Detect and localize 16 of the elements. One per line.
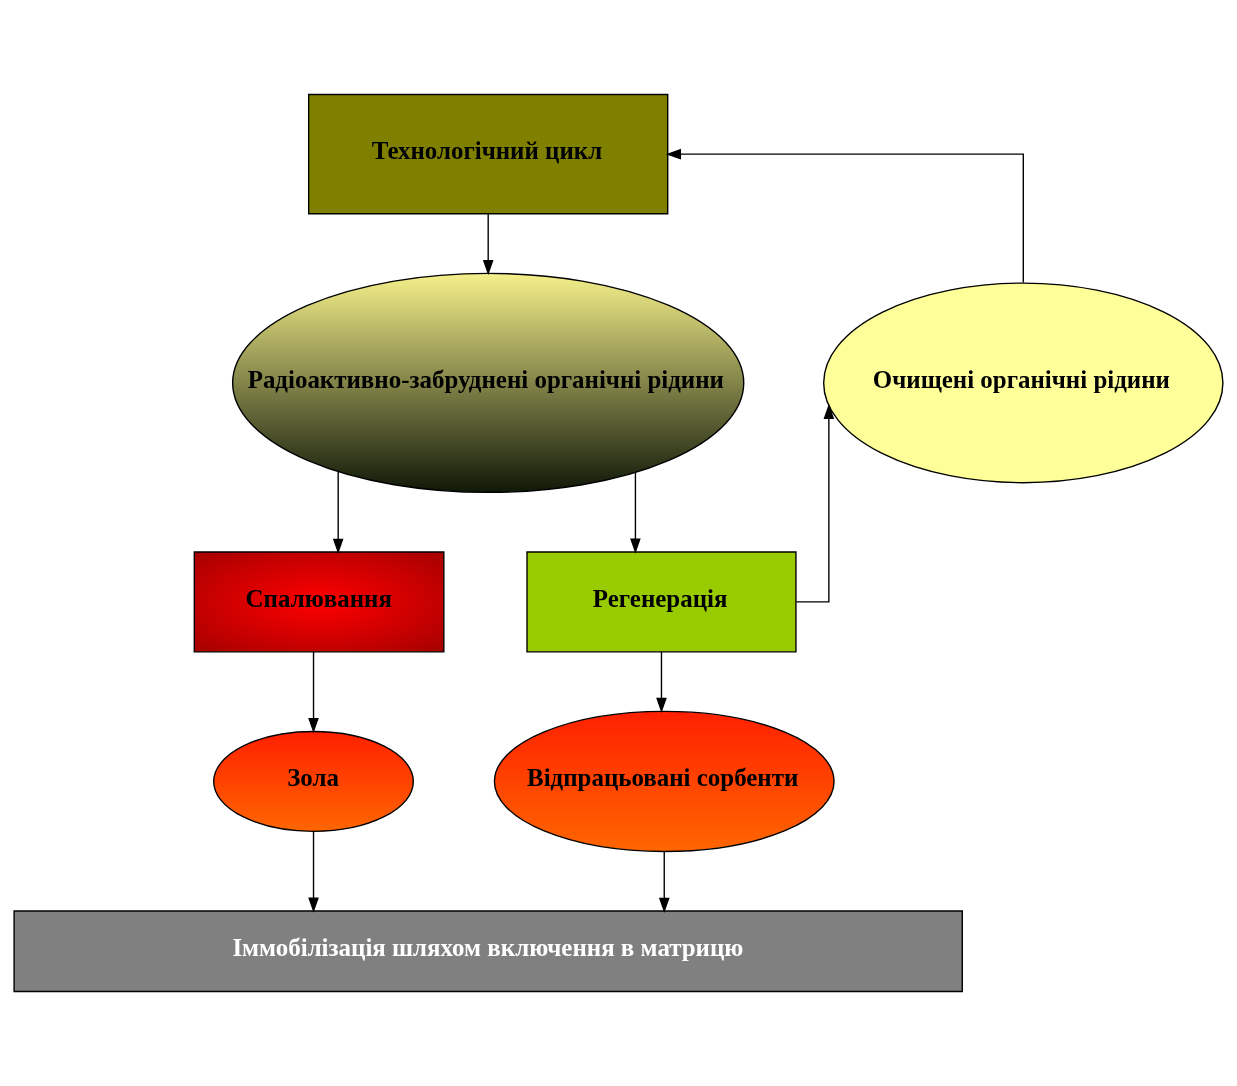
arrow [482, 213, 494, 276]
node-ellipse: Зола [213, 730, 415, 833]
node-ellipse: Відпрацьовані сорбенти [493, 710, 835, 853]
arrow [332, 471, 344, 554]
node-box: Іммобілізація шляхом включення в матрицю [13, 910, 963, 993]
node-box: Регенерація [526, 551, 797, 653]
arrow [630, 471, 641, 554]
arrow [658, 850, 670, 914]
arrow [795, 403, 835, 603]
node-box: Технологічний цикл [307, 93, 669, 215]
node-box: Спалювання [193, 551, 445, 653]
arrow [308, 651, 319, 734]
arrow [665, 148, 1024, 284]
arrow [308, 830, 319, 913]
arrow [656, 651, 667, 713]
node-ellipse: Радіоактивно-забруднені органічні рідини [231, 272, 745, 494]
